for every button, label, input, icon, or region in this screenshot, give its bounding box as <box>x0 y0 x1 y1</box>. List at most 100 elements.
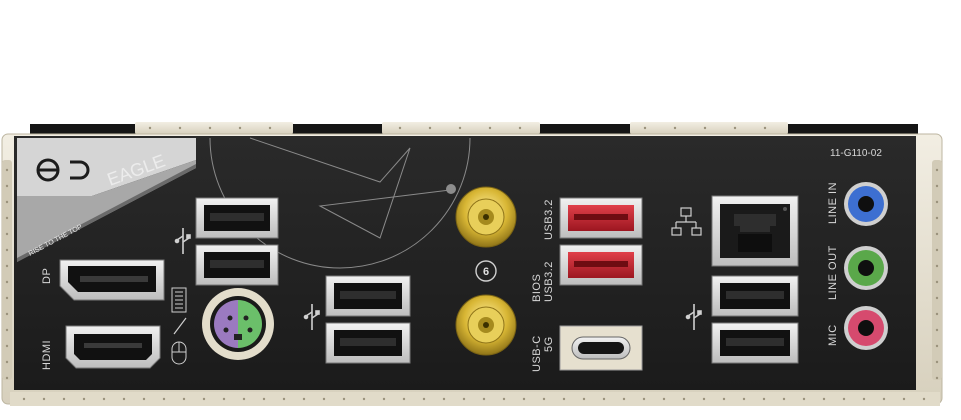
mouse-icon <box>171 341 187 365</box>
frame-dot <box>202 397 206 401</box>
frame-dot <box>733 126 737 130</box>
frame-dot <box>5 376 9 380</box>
dp-label: DP <box>41 268 53 284</box>
frame-dot <box>602 397 606 401</box>
side-tabs <box>2 160 942 380</box>
line-out-jack[interactable] <box>844 246 888 290</box>
usb-icon <box>303 304 320 330</box>
frame-dot <box>222 397 226 401</box>
frame-dot <box>462 397 466 401</box>
line-in-jack[interactable] <box>844 182 888 226</box>
frame-dot <box>5 264 9 268</box>
frame-dot <box>148 126 152 130</box>
part-number: 11-G110-02 <box>830 148 882 159</box>
mic-jack[interactable] <box>844 306 888 350</box>
frame-dot <box>5 248 9 252</box>
frame-dot <box>482 397 486 401</box>
usb32-port[interactable] <box>559 197 643 239</box>
frame-dot <box>398 126 402 130</box>
frame-dot <box>622 397 626 401</box>
frame-dot <box>662 397 666 401</box>
frame-dot <box>682 397 686 401</box>
ps2-port[interactable] <box>202 288 274 360</box>
frame-dot <box>182 397 186 401</box>
hdmi-label: HDMI <box>41 340 53 370</box>
frame-dot <box>703 126 707 130</box>
usb-c-speed-label: 5G <box>543 336 555 352</box>
frame-dot <box>458 126 462 130</box>
frame-dot <box>442 397 446 401</box>
frame-dot <box>82 397 86 401</box>
slash-divider <box>173 317 187 335</box>
usb-port[interactable] <box>325 322 411 364</box>
usb-port[interactable] <box>325 275 411 317</box>
wifi-antenna-connector[interactable] <box>455 294 517 356</box>
frame-dot <box>428 126 432 130</box>
frame-dot <box>5 312 9 316</box>
frame-dot <box>342 397 346 401</box>
frame-dot <box>935 248 939 252</box>
ethernet-port[interactable] <box>711 195 799 267</box>
frame-dot <box>922 397 926 401</box>
frame-dot <box>402 397 406 401</box>
frame-dot <box>518 126 522 130</box>
line-in-label: LINE IN <box>827 182 839 224</box>
frame-dot <box>862 397 866 401</box>
frame-dot <box>673 126 677 130</box>
hdmi-port[interactable] <box>65 325 161 369</box>
frame-dot <box>935 184 939 188</box>
frame-dot <box>162 397 166 401</box>
usb32-bios-port[interactable] <box>559 244 643 286</box>
frame-dot <box>935 200 939 204</box>
usb-port[interactable] <box>195 197 279 239</box>
frame-dot <box>522 397 526 401</box>
frame-dot <box>242 397 246 401</box>
frame-dot <box>935 216 939 220</box>
frame-dot <box>5 328 9 332</box>
usb-port[interactable] <box>711 322 799 364</box>
bottom-lip <box>10 392 940 406</box>
frame-dot <box>742 397 746 401</box>
frame-dot <box>842 397 846 401</box>
frame-dot <box>238 126 242 130</box>
frame-dot <box>178 126 182 130</box>
frame-dot <box>763 126 767 130</box>
frame-dot <box>935 376 939 380</box>
frame-dot <box>362 397 366 401</box>
usb-port[interactable] <box>711 275 799 317</box>
frame-dot <box>935 232 939 236</box>
usb32-label-bottom: USB3.2 <box>543 261 555 302</box>
frame-dot <box>502 397 506 401</box>
wifi-antenna-connector[interactable] <box>455 186 517 248</box>
frame-dot <box>302 397 306 401</box>
frame-dot <box>322 397 326 401</box>
bios-label: BIOS <box>531 274 543 302</box>
top-tabs <box>135 122 788 134</box>
frame-dot <box>722 397 726 401</box>
usb-c-label: USB-C <box>531 335 543 372</box>
displayport-port[interactable] <box>59 259 165 301</box>
frame-dot <box>643 126 647 130</box>
frame-dot <box>268 126 272 130</box>
frame-dot <box>142 397 146 401</box>
frame-dot <box>762 397 766 401</box>
frame-dot <box>935 264 939 268</box>
frame-dot <box>22 397 26 401</box>
frame-dot <box>935 168 939 172</box>
frame-dot <box>702 397 706 401</box>
frame-dot <box>382 397 386 401</box>
wifi6-icon: 6 <box>475 260 497 282</box>
wifi6-badge: 6 <box>483 266 489 278</box>
usb-c-port[interactable] <box>559 325 643 371</box>
frame-dot <box>562 397 566 401</box>
usb32-label-top: USB3.2 <box>543 199 555 240</box>
eagle-logo-icon <box>36 158 90 182</box>
usb-icon <box>685 304 702 330</box>
frame-dot <box>122 397 126 401</box>
usb-icon <box>174 228 191 254</box>
frame-dot <box>5 168 9 172</box>
line-out-label: LINE OUT <box>827 245 839 300</box>
frame-dot <box>935 344 939 348</box>
usb-port[interactable] <box>195 244 279 286</box>
